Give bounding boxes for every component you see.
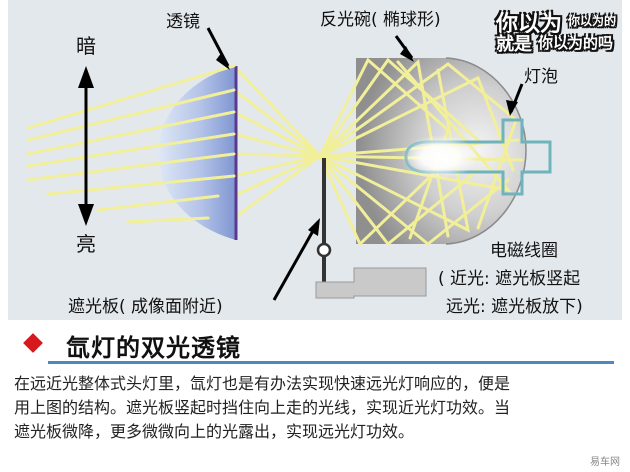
section-header: 氙灯的双光透镜 [8, 322, 622, 366]
description-text: 在远近光整体式头灯里，氙灯也是有办法实现快速远光灯响应的，便是 用上图的结构。遮… [14, 372, 620, 444]
lens-label: 透镜 [166, 12, 200, 32]
section-title: 氙灯的双光透镜 [66, 334, 241, 362]
coil-label: 电磁线圈 [490, 241, 558, 261]
logo-line1: 你以为 [496, 12, 563, 37]
reflector-label: 反光碗( 椭球形) [320, 10, 441, 30]
logo-line2: 就是 [496, 34, 532, 55]
output-light-rays [26, 64, 236, 224]
solenoid-coil [315, 267, 427, 299]
logo-line1-small: 你以为的 [568, 14, 617, 28]
low-beam-label: ( 近光: 遮光板竖起 [438, 269, 581, 289]
dark-label: 暗 [76, 34, 96, 58]
watermark: 易车网 [590, 457, 620, 468]
description-line: 在远近光整体式头灯里，氙灯也是有办法实现快速远光灯响应的，便是 [14, 374, 511, 393]
focus-light-rays [232, 64, 322, 220]
brightness-arrow-down [78, 204, 94, 226]
high-beam-label: 远光: 遮光板放下) [446, 297, 583, 317]
headlight-diagram: 透镜 反光碗( 椭球形) 灯泡 暗 亮 电磁线圈 ( 近光: 遮光板竖起 远光:… [8, 0, 622, 320]
shield-pointer [272, 221, 320, 301]
header-underline [48, 361, 614, 364]
diagram-graphic [26, 27, 552, 301]
brightness-arrow-up [78, 66, 94, 88]
shield-label: 遮光板( 成像面附近) [68, 297, 223, 317]
bulb-label: 灯泡 [524, 67, 558, 87]
bulb-glow [402, 135, 478, 179]
bright-label: 亮 [76, 232, 96, 256]
shield-pivot [316, 242, 332, 258]
reflector-edge [445, 57, 527, 245]
logo-line2-small: 你以为的吗 [538, 34, 614, 52]
description-line: 用上图的结构。遮光板竖起时挡住向上走的光线，实现近光灯功效。当 [14, 398, 511, 417]
brand-logo: 你以为 你以为的 就是 你以为的吗 [492, 4, 630, 56]
red-diamond-icon [23, 333, 43, 353]
description-line: 遮光板微降，更多微微向上的光露出，实现远光灯功效。 [14, 422, 415, 441]
